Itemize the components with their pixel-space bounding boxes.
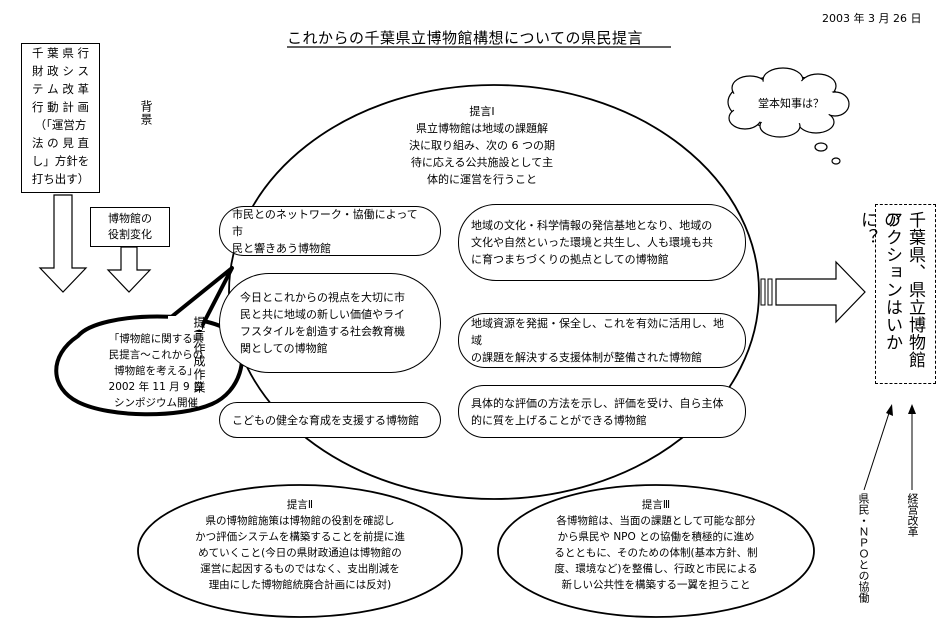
- action-line-2: アクションはいかに？: [857, 211, 902, 351]
- expectation-item-5: こどもの健全な育成を支援する博物館: [219, 402, 441, 438]
- expectation-line: に育つまちづくりの拠点としての博物館: [471, 253, 669, 266]
- npo-arrow-line: [863, 409, 891, 491]
- proposal1-line: 体的に運営を行うこと: [427, 173, 537, 186]
- down-arrow-role: [106, 246, 152, 293]
- expectation-line: こどもの健全な育成を支援する博物館: [232, 413, 419, 427]
- proposal1-line: 県立博物館は地域の課題解: [416, 122, 548, 135]
- proposal3-line: 各博物館は、当面の課題として可能な部分: [556, 515, 756, 527]
- proposal2-line: 県の博物館施策は博物館の役割を確認し: [205, 515, 395, 527]
- proposal3-line: 新しい公共性を構築する一翼を担うこと: [561, 579, 751, 591]
- proposal1-line: 待に応える公共施設として主: [410, 156, 554, 169]
- role-change-line: 博物館の: [108, 212, 152, 225]
- arrow-stripe-2: [767, 278, 773, 306]
- background-label: 背景: [139, 100, 153, 126]
- admin-reform-line: し」方針を: [31, 154, 90, 168]
- management-reform-label: 経営改革: [906, 493, 919, 537]
- npo-arrow-head: [886, 404, 893, 416]
- expectation-line: 地域の文化・科学情報の発信基地となり、地域の: [471, 219, 713, 232]
- expectation-line: 民と響きあう博物館: [232, 241, 331, 255]
- action-line-1: 千葉県、県立博物館の: [880, 211, 925, 369]
- expectation-line: 具体的な評価の方法を示し、評価を受け、自ら主体: [471, 396, 724, 410]
- expectation-line: 民と共に地域の新しい価値やライ: [240, 308, 405, 321]
- proposal1-heading: 提言Ⅰ: [469, 105, 495, 118]
- thought-dot-2: [831, 157, 841, 165]
- admin-reform-box: 千 葉 県 行 財 政 シ ス テ ム 改 革 行 動 計 画 （「運営方 法 …: [21, 43, 100, 193]
- proposal3-text: 提言Ⅲ 各博物館は、当面の課題として可能な部分 から県民や NPO との協働を積…: [528, 497, 784, 593]
- arrow-stripe-1: [760, 278, 766, 306]
- proposal2-line: 理由にした博物館統廃合計画には反対): [208, 579, 392, 591]
- expectation-item-6: 具体的な評価の方法を示し、評価を受け、自ら主体 的に質を上げることができる博物館: [458, 385, 746, 438]
- proposal-process-label: 提言作成作業: [192, 316, 206, 394]
- proposal1-text: 提言Ⅰ 県立博物館は地域の課題解 決に取り組み、次の 6 つの期 待に応える公共…: [382, 103, 582, 188]
- proposal3-heading: 提言Ⅲ: [641, 499, 671, 511]
- expectation-line: フスタイルを創造する社会教育機: [240, 325, 405, 338]
- role-change-line: 役割変化: [108, 228, 152, 241]
- npo-collab-label: 県民・ＮＰＯとの協働: [857, 493, 870, 603]
- symposium-line: 2002 年 11 月 9 日: [108, 381, 204, 393]
- expectation-line: 関としての博物館: [240, 342, 328, 355]
- proposal2-line: めていくこと(今日の県財政通迫は博物館の: [198, 547, 402, 559]
- expectation-item-4: 地域資源を発掘・保全し、これを有効に活用し、地域 の課題を解決する支援体制が整備…: [458, 313, 746, 368]
- proposal3-line: から県民や NPO との協働を積極的に進め: [557, 531, 755, 543]
- expectation-line: の課題を解決する支援体制が整備された博物館: [471, 351, 702, 364]
- right-arrow: [775, 260, 866, 324]
- proposal2-text: 提言Ⅱ 県の博物館施策は博物館の役割を確認し かつ評価システムを構築することを前…: [168, 497, 432, 593]
- expectation-line: 地域資源を発掘・保全し、これを有効に活用し、地域: [471, 317, 724, 347]
- expectation-line: 的に質を上げることができる博物館: [471, 413, 647, 427]
- expectation-line: 今日とこれからの視点を大切に市: [240, 291, 405, 304]
- admin-reform-line: 法 の 見 直: [32, 136, 89, 150]
- proposal3-line: るとともに、そのための体制(基本方針、制: [554, 547, 758, 559]
- action-box: 千葉県、県立博物館の アクションはいかに？: [857, 204, 936, 384]
- date-label: 2003 年 3 月 26 日: [822, 12, 922, 25]
- proposal2-ellipse: [137, 484, 463, 618]
- reform-arrow-head: [908, 404, 916, 414]
- proposal2-line: かつ評価システムを構築することを前提に進: [195, 531, 405, 543]
- expectation-line: 文化や自然といった環境と共生し、人も環境も共: [471, 236, 713, 249]
- page-title: これからの千葉県立博物館構想についての県民提言: [287, 29, 644, 47]
- thought-dot-1: [814, 142, 828, 152]
- symposium-text: 「博物館に関する県 民提言～これからの 博物館を考える」 2002 年 11 月…: [70, 331, 242, 411]
- admin-reform-line: （「運営方: [34, 118, 87, 132]
- expectation-item-3: 今日とこれからの視点を大切に市 民と共に地域の新しい価値やライ フスタイルを創造…: [219, 273, 441, 373]
- proposal2-heading: 提言Ⅱ: [286, 499, 314, 511]
- expectation-item-2: 地域の文化・科学情報の発信基地となり、地域の 文化や自然といった環境と共生し、人…: [458, 204, 746, 281]
- proposal1-line: 決に取り組み、次の 6 つの期: [409, 139, 555, 152]
- proposal3-ellipse: [497, 484, 815, 618]
- role-change-box: 博物館の 役割変化: [90, 207, 170, 247]
- thought-bubble-text: 堂本知事は？: [758, 97, 824, 110]
- admin-reform-line: テ ム 改 革: [32, 82, 89, 96]
- speech-bubble-joint: [168, 316, 202, 330]
- admin-reform-line: 財 政 シ ス: [32, 64, 89, 78]
- symposium-line: 「博物館に関する県: [108, 333, 204, 345]
- admin-reform-line: 千 葉 県 行: [32, 46, 89, 60]
- proposal3-line: 度、環境など)を整備し、行政と市民による: [554, 563, 758, 575]
- symposium-line: 民提言～これからの: [108, 349, 204, 361]
- admin-reform-line: 打ち出す）: [31, 172, 90, 186]
- proposal2-line: 運営に起因するものではなく、支出削減を: [200, 563, 400, 575]
- down-arrow-left: [38, 194, 88, 293]
- expectation-line: 市民とのネットワーク・協働によって市: [232, 207, 418, 238]
- symposium-line: 博物館を考える」: [114, 365, 198, 377]
- symposium-line: シンポジウム開催: [114, 397, 198, 409]
- admin-reform-line: 行 動 計 画: [32, 100, 89, 114]
- expectation-item-1: 市民とのネットワーク・協働によって市 民と響きあう博物館: [219, 206, 441, 256]
